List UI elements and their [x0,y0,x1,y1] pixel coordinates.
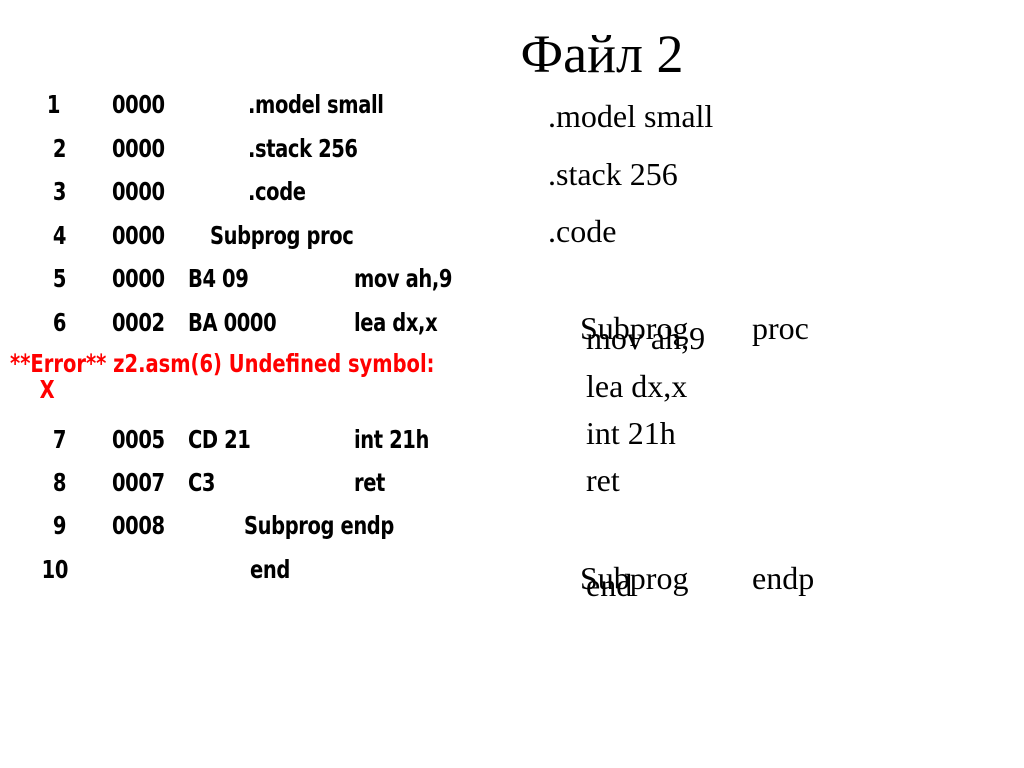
address: 0000 [112,90,165,119]
source-line: .model small [548,98,714,134]
listing-row: 5 0000 B4 09 mov ah,9 [0,263,520,295]
machine-code: B4 09 [188,264,249,293]
machine-code: CD 21 [188,425,251,454]
listing-row: 4 0000 Subprog proc [0,220,520,252]
source-code: .model small .stack 256 .code Subprog pro… [548,0,1018,768]
instruction: Subprog proc [210,221,354,250]
instruction: lea dx,x [354,308,438,337]
slide-title: Файл 2 [520,24,684,84]
source-line: Subprog endp [548,518,814,638]
machine-code: C3 [188,468,216,497]
listing-row: 3 0000 .code [0,176,520,208]
address: 0005 [112,425,165,454]
line-number: 2 [52,134,67,163]
source-line: .code [548,213,617,249]
assembler-listing: 1 0000 .model small 2 0000 .stack 256 3 … [0,89,520,586]
address: 0000 [112,134,165,163]
error-message: **Error** z2.asm(6) Undefined symbol: X [10,347,510,407]
address: 0000 [112,177,165,206]
instruction: ret [354,468,386,497]
listing-row: 6 0002 BA 0000 lea dx,x [0,307,520,339]
address: 0007 [112,468,165,497]
source-op: endp [752,560,815,596]
line-number: 1 [46,90,61,119]
line-number: 7 [52,425,67,454]
source-line: ret [586,462,620,498]
line-number: 4 [52,221,67,250]
listing-row: 1 0000 .model small [0,89,520,121]
source-line: end [586,567,633,603]
instruction: end [250,555,290,584]
source-line: .stack 256 [548,156,678,192]
address: 0000 [112,221,165,250]
listing-row: 9 0008 Subprog endp [0,510,520,542]
line-number: 3 [52,177,67,206]
line-number: 10 [41,555,69,584]
line-number: 6 [52,308,67,337]
line-number: 8 [52,468,67,497]
source-line: mov ah,9 [586,320,706,356]
address: 0008 [112,511,165,540]
listing-row: 8 0007 C3 ret [0,467,520,499]
address: 0000 [112,264,165,293]
source-line: lea dx,x [586,368,688,404]
source-label: Subprog [580,310,689,346]
listing-row: 7 0005 CD 21 int 21h [0,424,520,456]
source-line: Subprog proc [548,268,809,388]
address: 0002 [112,308,165,337]
instruction: .stack 256 [248,134,358,163]
instruction: Subprog endp [244,511,394,540]
line-number: 5 [52,264,67,293]
instruction: .code [248,177,306,206]
instruction: int 21h [354,425,429,454]
error-symbol: X [39,375,55,404]
listing-row: 10 end [0,554,520,586]
line-number: 9 [52,511,67,540]
instruction: .model small [248,90,384,119]
source-op: proc [752,310,809,346]
error-line: **Error** z2.asm(6) Undefined symbol: [10,349,435,378]
machine-code: BA 0000 [188,308,277,337]
instruction: mov ah,9 [354,264,453,293]
source-label: Subprog [580,560,689,596]
source-line: int 21h [586,415,676,451]
listing-row: 2 0000 .stack 256 [0,133,520,165]
